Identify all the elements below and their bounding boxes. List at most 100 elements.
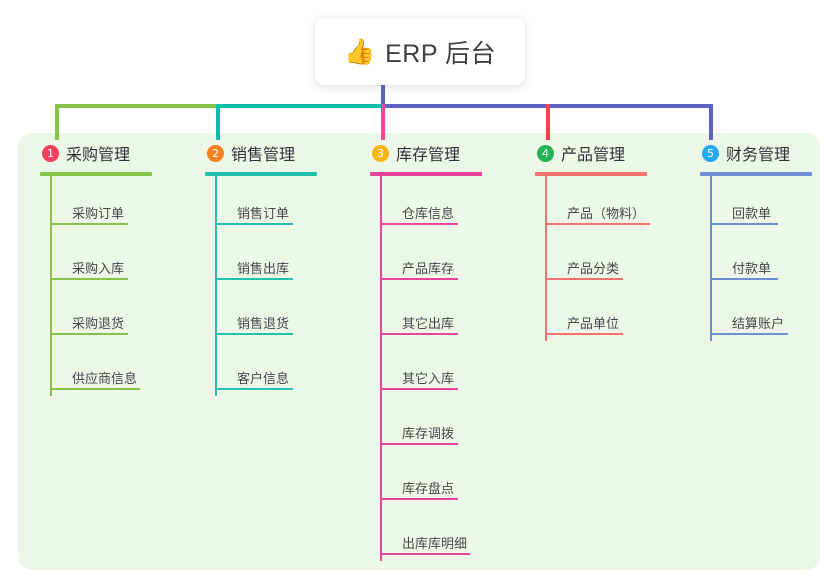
connector-bar-segment-1 <box>55 104 220 108</box>
list-item[interactable]: 采购订单 <box>50 176 190 231</box>
item-label: 产品库存 <box>402 261 455 276</box>
item-stem <box>50 176 52 231</box>
item-label: 销售退货 <box>237 316 290 331</box>
item-stem <box>545 286 547 341</box>
item-label: 供应商信息 <box>72 371 138 386</box>
list-item[interactable]: 采购入库 <box>50 231 190 286</box>
item-label: 其它入库 <box>402 371 455 386</box>
item-rule <box>215 223 293 225</box>
column-2: 2 销售管理销售订单销售出库销售退货客户信息 <box>205 140 355 396</box>
item-stem <box>215 341 217 396</box>
item-rule <box>380 333 458 335</box>
column-header-rule <box>535 172 647 176</box>
number-badge-icon: 3 <box>372 144 389 162</box>
list-item[interactable]: 客户信息 <box>215 341 355 396</box>
item-stem <box>710 176 712 231</box>
list-item[interactable]: 仓库信息 <box>380 176 530 231</box>
connector-drop-2 <box>216 104 220 140</box>
item-stem <box>215 176 217 231</box>
item-label: 出库库明细 <box>402 536 468 551</box>
list-item[interactable]: 产品单位 <box>545 286 695 341</box>
list-item[interactable]: 回款单 <box>710 176 839 231</box>
item-stem <box>380 506 382 561</box>
column-3: 3 库存管理仓库信息产品库存其它出库其它入库库存调拨库存盘点出库库明细 <box>370 140 530 561</box>
list-item[interactable]: 库存调拨 <box>380 396 530 451</box>
item-rule <box>50 223 128 225</box>
item-label: 结算账户 <box>732 316 785 331</box>
list-item[interactable]: 采购退货 <box>50 286 190 341</box>
item-stem <box>380 396 382 451</box>
list-item[interactable]: 销售退货 <box>215 286 355 341</box>
list-item[interactable]: 出库库明细 <box>380 506 530 561</box>
column-title: 库存管理 <box>396 147 461 164</box>
item-label: 仓库信息 <box>402 206 455 221</box>
list-item[interactable]: 付款单 <box>710 231 839 286</box>
connector-bar-segment-4 <box>546 104 713 108</box>
item-label: 采购订单 <box>72 206 125 221</box>
item-rule <box>710 223 778 225</box>
item-label: 产品分类 <box>567 261 620 276</box>
item-label: 采购入库 <box>72 261 125 276</box>
column-title: 采购管理 <box>66 147 131 164</box>
item-rule <box>215 333 293 335</box>
item-stem <box>380 231 382 286</box>
list-item[interactable]: 产品（物料） <box>545 176 695 231</box>
column-header-2[interactable]: 2 销售管理 <box>205 140 355 166</box>
list-item[interactable]: 销售订单 <box>215 176 355 231</box>
item-stem <box>380 286 382 341</box>
item-label: 销售订单 <box>237 206 290 221</box>
item-stem <box>380 341 382 396</box>
item-rule <box>380 498 458 500</box>
root-title-card[interactable]: 👍 ERP 后台 <box>315 18 525 85</box>
item-rule <box>215 388 293 390</box>
column-items-4: 产品（物料） 产品分类产品单位 <box>545 176 695 341</box>
item-rule <box>380 443 458 445</box>
list-item[interactable]: 产品库存 <box>380 231 530 286</box>
column-items-1: 采购订单采购入库采购退货供应商信息 <box>50 176 190 396</box>
item-label: 采购退货 <box>72 316 125 331</box>
item-rule <box>380 553 470 555</box>
column-header-rule <box>205 172 317 176</box>
list-item[interactable]: 库存盘点 <box>380 451 530 506</box>
item-label: 产品（物料） <box>567 206 646 221</box>
connector-drop-5 <box>709 104 713 140</box>
item-rule <box>50 388 140 390</box>
column-header-5[interactable]: 5 财务管理 <box>700 140 839 166</box>
column-title: 财务管理 <box>726 147 791 164</box>
item-label: 回款单 <box>732 206 772 221</box>
connector-bar-segment-3 <box>381 104 550 108</box>
item-rule <box>215 278 293 280</box>
item-stem <box>215 231 217 286</box>
column-5: 5 财务管理回款单付款单结算账户 <box>700 140 839 341</box>
list-item[interactable]: 其它出库 <box>380 286 530 341</box>
item-stem <box>380 451 382 506</box>
column-title: 销售管理 <box>231 147 296 164</box>
diagram-panel <box>18 133 820 570</box>
item-rule <box>710 333 788 335</box>
item-label: 其它出库 <box>402 316 455 331</box>
item-stem <box>545 231 547 286</box>
item-stem <box>710 286 712 341</box>
list-item[interactable]: 其它入库 <box>380 341 530 396</box>
item-stem <box>215 286 217 341</box>
list-item[interactable]: 结算账户 <box>710 286 839 341</box>
item-rule <box>50 278 128 280</box>
list-item[interactable]: 供应商信息 <box>50 341 190 396</box>
column-header-rule <box>370 172 482 176</box>
column-items-2: 销售订单销售出库销售退货客户信息 <box>215 176 355 396</box>
number-badge-icon: 2 <box>207 144 224 162</box>
list-item[interactable]: 销售出库 <box>215 231 355 286</box>
connector-drop-3 <box>381 104 385 140</box>
item-stem <box>50 286 52 341</box>
list-item[interactable]: 产品分类 <box>545 231 695 286</box>
column-header-3[interactable]: 3 库存管理 <box>370 140 530 166</box>
item-rule <box>545 223 650 225</box>
item-label: 客户信息 <box>237 371 290 386</box>
number-badge-icon: 5 <box>702 144 719 162</box>
connector-bar-segment-2 <box>216 104 385 108</box>
number-badge-icon: 4 <box>537 144 554 162</box>
